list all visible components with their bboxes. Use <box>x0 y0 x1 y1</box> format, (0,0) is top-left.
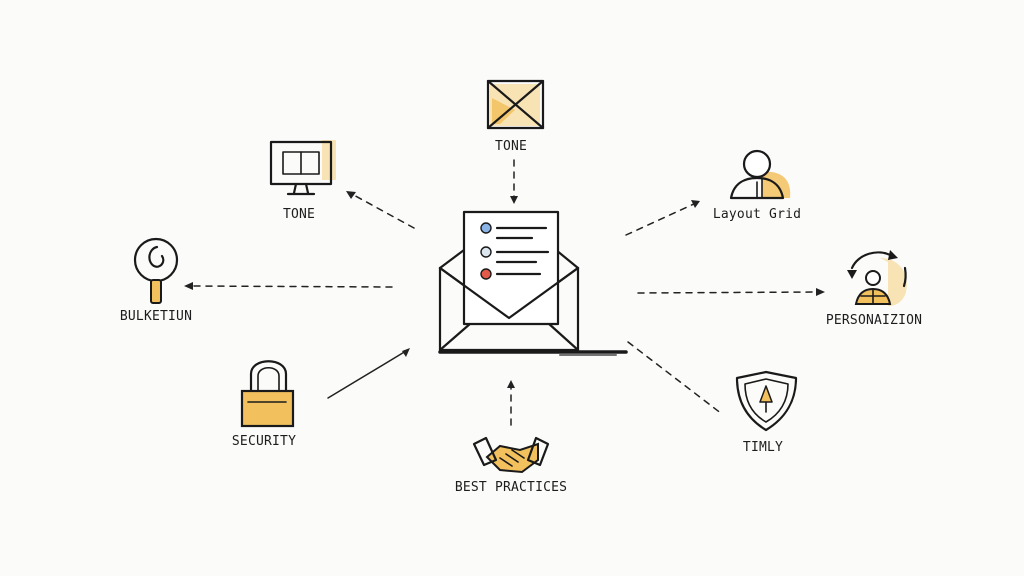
magnifier-icon <box>133 237 179 304</box>
arrowhead-security <box>402 348 410 357</box>
connector-personalization <box>637 291 819 294</box>
connector-layout-grid <box>625 202 697 236</box>
handshake-icon <box>472 436 550 474</box>
arrowhead-tone-left <box>346 191 356 199</box>
node-label-layout-grid: Layout Grid <box>712 207 802 222</box>
arrowhead-personalization <box>816 288 825 296</box>
email-envelope-icon <box>438 210 628 356</box>
connector-bulketiun <box>189 285 393 288</box>
node-label-personalization: PERSONAIZION <box>825 313 923 328</box>
arrowhead-bulketiun <box>184 282 193 290</box>
connector-security <box>327 350 407 399</box>
node-label-bulketiun: BULKETIUN <box>119 309 193 324</box>
connector-timly <box>627 341 723 415</box>
node-label-security: SECURITY <box>231 434 297 449</box>
arrowhead-layout-grid <box>691 200 700 208</box>
node-label-timly: TIMLY <box>742 440 784 455</box>
connector-tone-left <box>349 192 415 229</box>
monitor-icon <box>269 140 336 196</box>
user-cycle-icon <box>847 250 907 306</box>
arrowhead-tone-top <box>510 196 518 204</box>
node-label-tone-left: TONE <box>282 207 316 222</box>
shield-icon <box>735 370 798 432</box>
envelope-icon <box>486 79 545 130</box>
node-label-best-practices: BEST PRACTICES <box>454 480 568 495</box>
user-icon <box>729 149 791 200</box>
node-label-tone-top: TONE <box>494 139 528 154</box>
arrowhead-best-practices <box>507 380 515 388</box>
padlock-icon <box>240 360 295 428</box>
connectors <box>184 159 825 426</box>
